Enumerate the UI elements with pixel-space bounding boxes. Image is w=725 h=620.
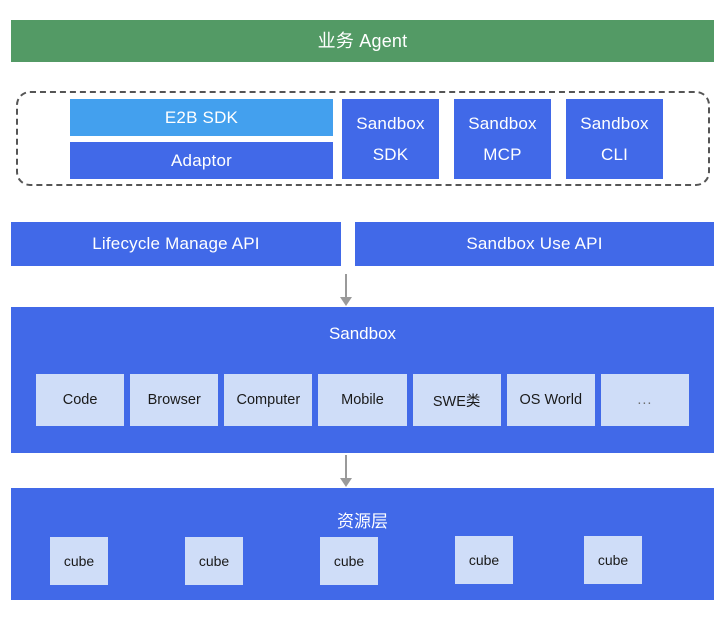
resource-cube-label: cube [198, 553, 230, 569]
e2b-sdk-label: E2B SDK [164, 107, 239, 127]
sandbox-chip-label: OS World [519, 392, 583, 408]
sandbox-chip-label: Computer [236, 392, 301, 408]
sandbox-use-api-label: Sandbox Use API [466, 234, 603, 254]
sandbox-chip-mobile: Mobile [318, 374, 407, 426]
sandbox-use-api-box: Sandbox Use API [355, 222, 714, 266]
resource-cube: cube [455, 536, 513, 584]
resource-cube-label: cube [597, 552, 629, 568]
sandbox-chip-computer: Computer [224, 374, 313, 426]
resource-cube-label: cube [333, 553, 365, 569]
sandbox-chip-code: Code [36, 374, 125, 426]
resource-cube-label: cube [468, 552, 500, 568]
arrow-shaft [345, 274, 347, 297]
sandbox-cli-line1: Sandbox [580, 114, 649, 134]
sandbox-chip-label: SWE类 [432, 393, 481, 410]
agent-bar-label: 业务 Agent [317, 30, 408, 51]
sandbox-chip-label: Browser [147, 392, 201, 408]
sandbox-chip-browser: Browser [130, 374, 219, 426]
lifecycle-manage-api-label: Lifecycle Manage API [92, 234, 260, 254]
sandbox-layer: Sandbox Code Browser Computer Mobile SWE… [11, 307, 714, 453]
arrow-head [340, 297, 352, 306]
sandbox-sdk-line1: Sandbox [356, 114, 425, 134]
down-arrow-icon [340, 455, 352, 487]
resource-cube-label: cube [63, 553, 95, 569]
sandbox-sdk-line2: SDK [372, 144, 409, 164]
sandbox-sdk-card: Sandbox SDK [342, 99, 439, 179]
sandbox-chip-label: Code [62, 392, 98, 408]
down-arrow-icon [340, 274, 352, 306]
arrow-head [340, 478, 352, 487]
sandbox-mcp-card: Sandbox MCP [454, 99, 551, 179]
resource-cube: cube [50, 537, 108, 585]
sandbox-mcp-line1: Sandbox [468, 114, 537, 134]
sandbox-mcp-line2: MCP [483, 144, 522, 164]
resource-cube: cube [185, 537, 243, 585]
e2b-sdk-box: E2B SDK [70, 99, 333, 136]
adaptor-box: Adaptor [70, 142, 333, 179]
sandbox-chip-os-world: OS World [506, 374, 595, 426]
adaptor-label: Adaptor [171, 150, 232, 170]
sandbox-chip-more: ... [600, 374, 689, 426]
sandbox-cli-line2: CLI [600, 144, 629, 164]
resource-cube: cube [584, 536, 642, 584]
sandbox-chip-label: Mobile [341, 392, 384, 408]
sandbox-chip-label: ... [637, 392, 653, 408]
agent-bar: 业务 Agent [11, 20, 714, 62]
sandbox-chip-row: Code Browser Computer Mobile SWE类 OS Wor… [36, 374, 689, 426]
resource-layer-title: 资源层 [337, 512, 388, 531]
sandbox-chip-swe: SWE类 [412, 374, 501, 426]
sandbox-cli-card: Sandbox CLI [566, 99, 663, 179]
sdk-zone-dashed-container [16, 91, 710, 186]
arrow-shaft [345, 455, 347, 478]
sandbox-layer-title: Sandbox [328, 324, 397, 343]
resource-cube: cube [320, 537, 378, 585]
lifecycle-manage-api-box: Lifecycle Manage API [11, 222, 341, 266]
sdk-stack: E2B SDK Adaptor [70, 99, 333, 179]
